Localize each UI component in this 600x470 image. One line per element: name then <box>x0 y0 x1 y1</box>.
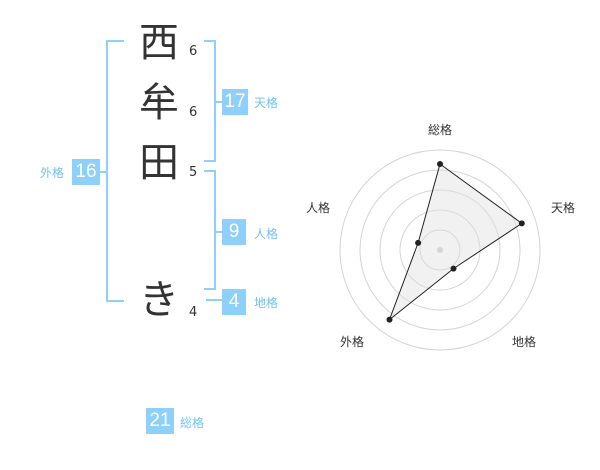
stroke-count-2: 6 <box>189 105 198 120</box>
jinkaku-bracket <box>204 170 216 290</box>
tenkaku-label: 天格 <box>254 96 279 110</box>
radar-center-dot <box>437 247 443 253</box>
name-char-4: き <box>139 277 179 323</box>
soukaku-label: 総格 <box>180 416 205 430</box>
radar-point-1 <box>437 161 443 167</box>
radar-polygon <box>388 163 523 322</box>
name-char-2: 牟 <box>139 80 179 126</box>
gaikaku-connector <box>100 171 106 173</box>
stroke-count-4: 4 <box>189 305 198 320</box>
tenkaku-bracket <box>204 40 216 162</box>
radar-axis-label-gaikaku: 外格 <box>340 335 365 349</box>
gaikaku-value-box: 16 <box>72 159 100 185</box>
gaikaku-bracket <box>106 40 124 302</box>
radar-ring-3 <box>379 189 501 311</box>
radar-ring-1 <box>419 229 461 271</box>
radar-ring-2 <box>399 209 481 291</box>
radar-series <box>386 161 525 323</box>
jinkaku-connector <box>216 231 222 233</box>
chikaku-label: 地格 <box>254 296 279 310</box>
name-char-1: 西 <box>139 20 179 66</box>
radar-point-2 <box>518 220 525 227</box>
stroke-count-3: 5 <box>189 165 198 180</box>
radar-grid <box>339 149 541 351</box>
radar-point-4 <box>386 316 393 323</box>
radar-axis-label-tenkaku: 天格 <box>551 201 576 215</box>
radar-point-3 <box>450 265 457 272</box>
radar-ring-4 <box>359 169 521 331</box>
radar-point-5 <box>415 239 422 246</box>
soukaku-value-box: 21 <box>146 408 174 434</box>
gaikaku-label: 外格 <box>40 166 65 180</box>
radar-axis-label-jinkaku: 人格 <box>306 201 331 215</box>
radar-axis-label-chikaku: 地格 <box>512 335 537 349</box>
radar-ring-5 <box>339 149 541 351</box>
jinkaku-value-box: 9 <box>222 219 246 245</box>
chikaku-connector <box>206 299 222 301</box>
tenkaku-connector <box>216 101 222 103</box>
jinkaku-label: 人格 <box>254 227 279 241</box>
radar-axis-label-soukaku: 総格 <box>428 123 453 137</box>
tenkaku-value-box: 17 <box>222 89 248 115</box>
chikaku-value-box: 4 <box>222 289 246 315</box>
name-char-3: 田 <box>139 140 179 186</box>
stroke-count-1: 6 <box>189 44 198 59</box>
